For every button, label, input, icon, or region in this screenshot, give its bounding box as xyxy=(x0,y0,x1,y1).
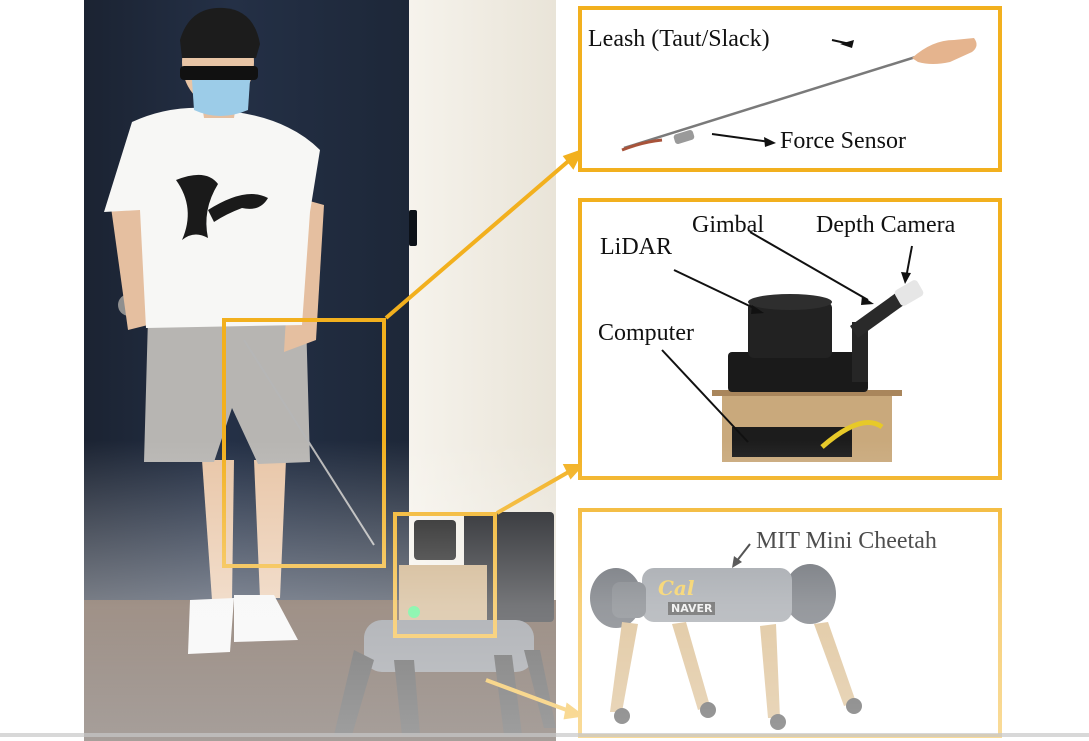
gimbal-label: Gimbal xyxy=(692,212,764,238)
sensor-stack-illustration xyxy=(661,231,924,462)
cal-logo-text: Cal xyxy=(658,576,695,600)
video-progress-bar[interactable] xyxy=(0,733,1089,737)
mini-cheetah-label: MIT Mini Cheetah xyxy=(756,528,937,554)
leash-label: Leash (Taut/Slack) xyxy=(588,26,770,52)
depth-camera-label: Depth Camera xyxy=(816,212,956,238)
leash-illustration xyxy=(621,38,977,152)
computer-label: Computer xyxy=(598,320,694,346)
sensor-highlight-box xyxy=(393,512,497,638)
lidar-label: LiDAR xyxy=(600,234,672,260)
leash-highlight-box xyxy=(222,318,386,568)
naver-logo-text: NAVER xyxy=(668,602,716,615)
robot-panel: Cal NAVER MIT Mini Cheetah xyxy=(578,508,1002,738)
sensor-panel: Gimbal Depth Camera LiDAR Computer xyxy=(578,198,1002,480)
leash-panel: Leash (Taut/Slack) Force Sensor xyxy=(578,6,1002,172)
force-sensor-label: Force Sensor xyxy=(780,128,906,154)
